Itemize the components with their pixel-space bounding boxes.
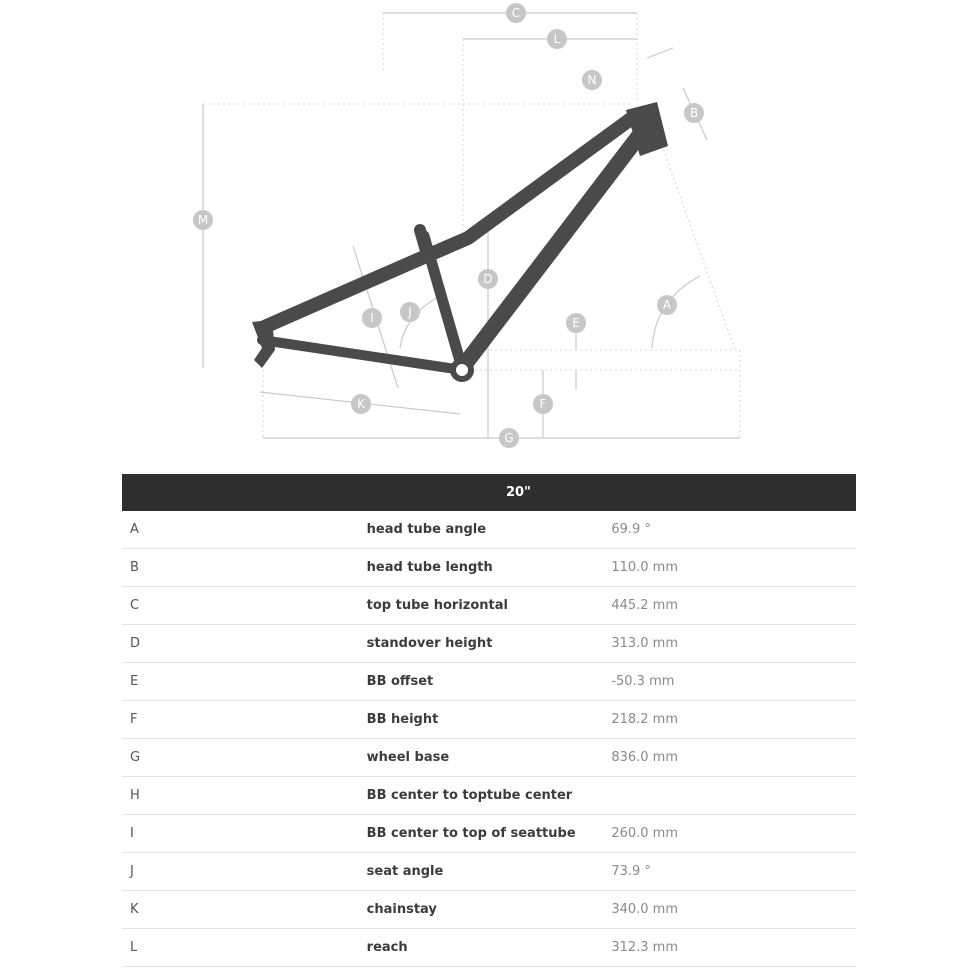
badge-c: C	[506, 3, 526, 23]
row-key: G	[122, 738, 367, 777]
frame-geometry-diagram: C L N B M D A E I J K F G	[193, 3, 741, 448]
row-key: K	[122, 890, 367, 929]
svg-text:N: N	[588, 73, 597, 87]
row-value: 218.2 mm	[611, 700, 856, 739]
row-value: 445.2 mm	[611, 586, 856, 625]
svg-text:A: A	[663, 298, 672, 312]
svg-text:E: E	[572, 316, 580, 330]
row-label: reach	[366, 928, 612, 967]
svg-text:D: D	[483, 272, 492, 286]
row-value: 260.0 mm	[611, 814, 856, 853]
row-label: seat angle	[366, 852, 612, 891]
badge-b: B	[684, 103, 704, 123]
row-key: E	[122, 662, 367, 701]
row-value: -50.3 mm	[611, 662, 856, 701]
badge-l: L	[547, 29, 567, 49]
svg-text:J: J	[407, 305, 412, 319]
badge-f: F	[533, 394, 553, 414]
svg-text:B: B	[690, 106, 698, 120]
row-key: J	[122, 852, 367, 891]
row-key: F	[122, 700, 367, 739]
row-label: BB offset	[366, 662, 612, 701]
badge-k: K	[351, 394, 371, 414]
row-value: 73.9 °	[611, 852, 856, 891]
row-key: B	[122, 548, 367, 587]
row-value: 110.0 mm	[611, 548, 856, 587]
row-label: BB center to toptube center	[366, 776, 612, 815]
row-key: C	[122, 586, 367, 625]
svg-text:K: K	[357, 397, 366, 411]
svg-text:I: I	[370, 311, 374, 325]
row-value: 312.3 mm	[611, 928, 856, 967]
row-key: D	[122, 624, 367, 663]
row-key: H	[122, 776, 367, 815]
badge-m: M	[193, 210, 213, 230]
row-label: wheel base	[366, 738, 612, 777]
svg-text:L: L	[554, 32, 561, 46]
svg-text:M: M	[198, 213, 208, 227]
row-label: BB height	[366, 700, 612, 739]
row-value: 69.9 °	[611, 511, 856, 549]
row-value: 313.0 mm	[611, 624, 856, 663]
svg-text:G: G	[504, 431, 513, 445]
row-label: head tube length	[366, 548, 612, 587]
row-label: top tube horizontal	[366, 586, 612, 625]
table-header-row: 20"	[122, 474, 856, 511]
size-column-header: 20"	[122, 474, 856, 511]
row-value: 836.0 mm	[611, 738, 856, 777]
bike-frame	[252, 102, 668, 382]
svg-text:C: C	[512, 6, 520, 20]
row-key: A	[122, 511, 367, 549]
row-key: I	[122, 814, 367, 853]
row-label: head tube angle	[366, 511, 612, 549]
row-key: L	[122, 928, 367, 967]
badge-d: D	[478, 269, 498, 289]
badge-i: I	[362, 308, 382, 328]
badge-e: E	[566, 313, 586, 333]
row-label: BB center to top of seattube	[366, 814, 612, 853]
badge-n: N	[582, 70, 602, 90]
row-label: chainstay	[366, 890, 612, 929]
badge-g: G	[499, 428, 519, 448]
badge-a: A	[657, 295, 677, 315]
row-label: standover height	[366, 624, 612, 663]
row-value	[611, 776, 856, 815]
svg-text:F: F	[540, 397, 547, 411]
badge-j: J	[400, 302, 420, 322]
row-value: 340.0 mm	[611, 890, 856, 929]
